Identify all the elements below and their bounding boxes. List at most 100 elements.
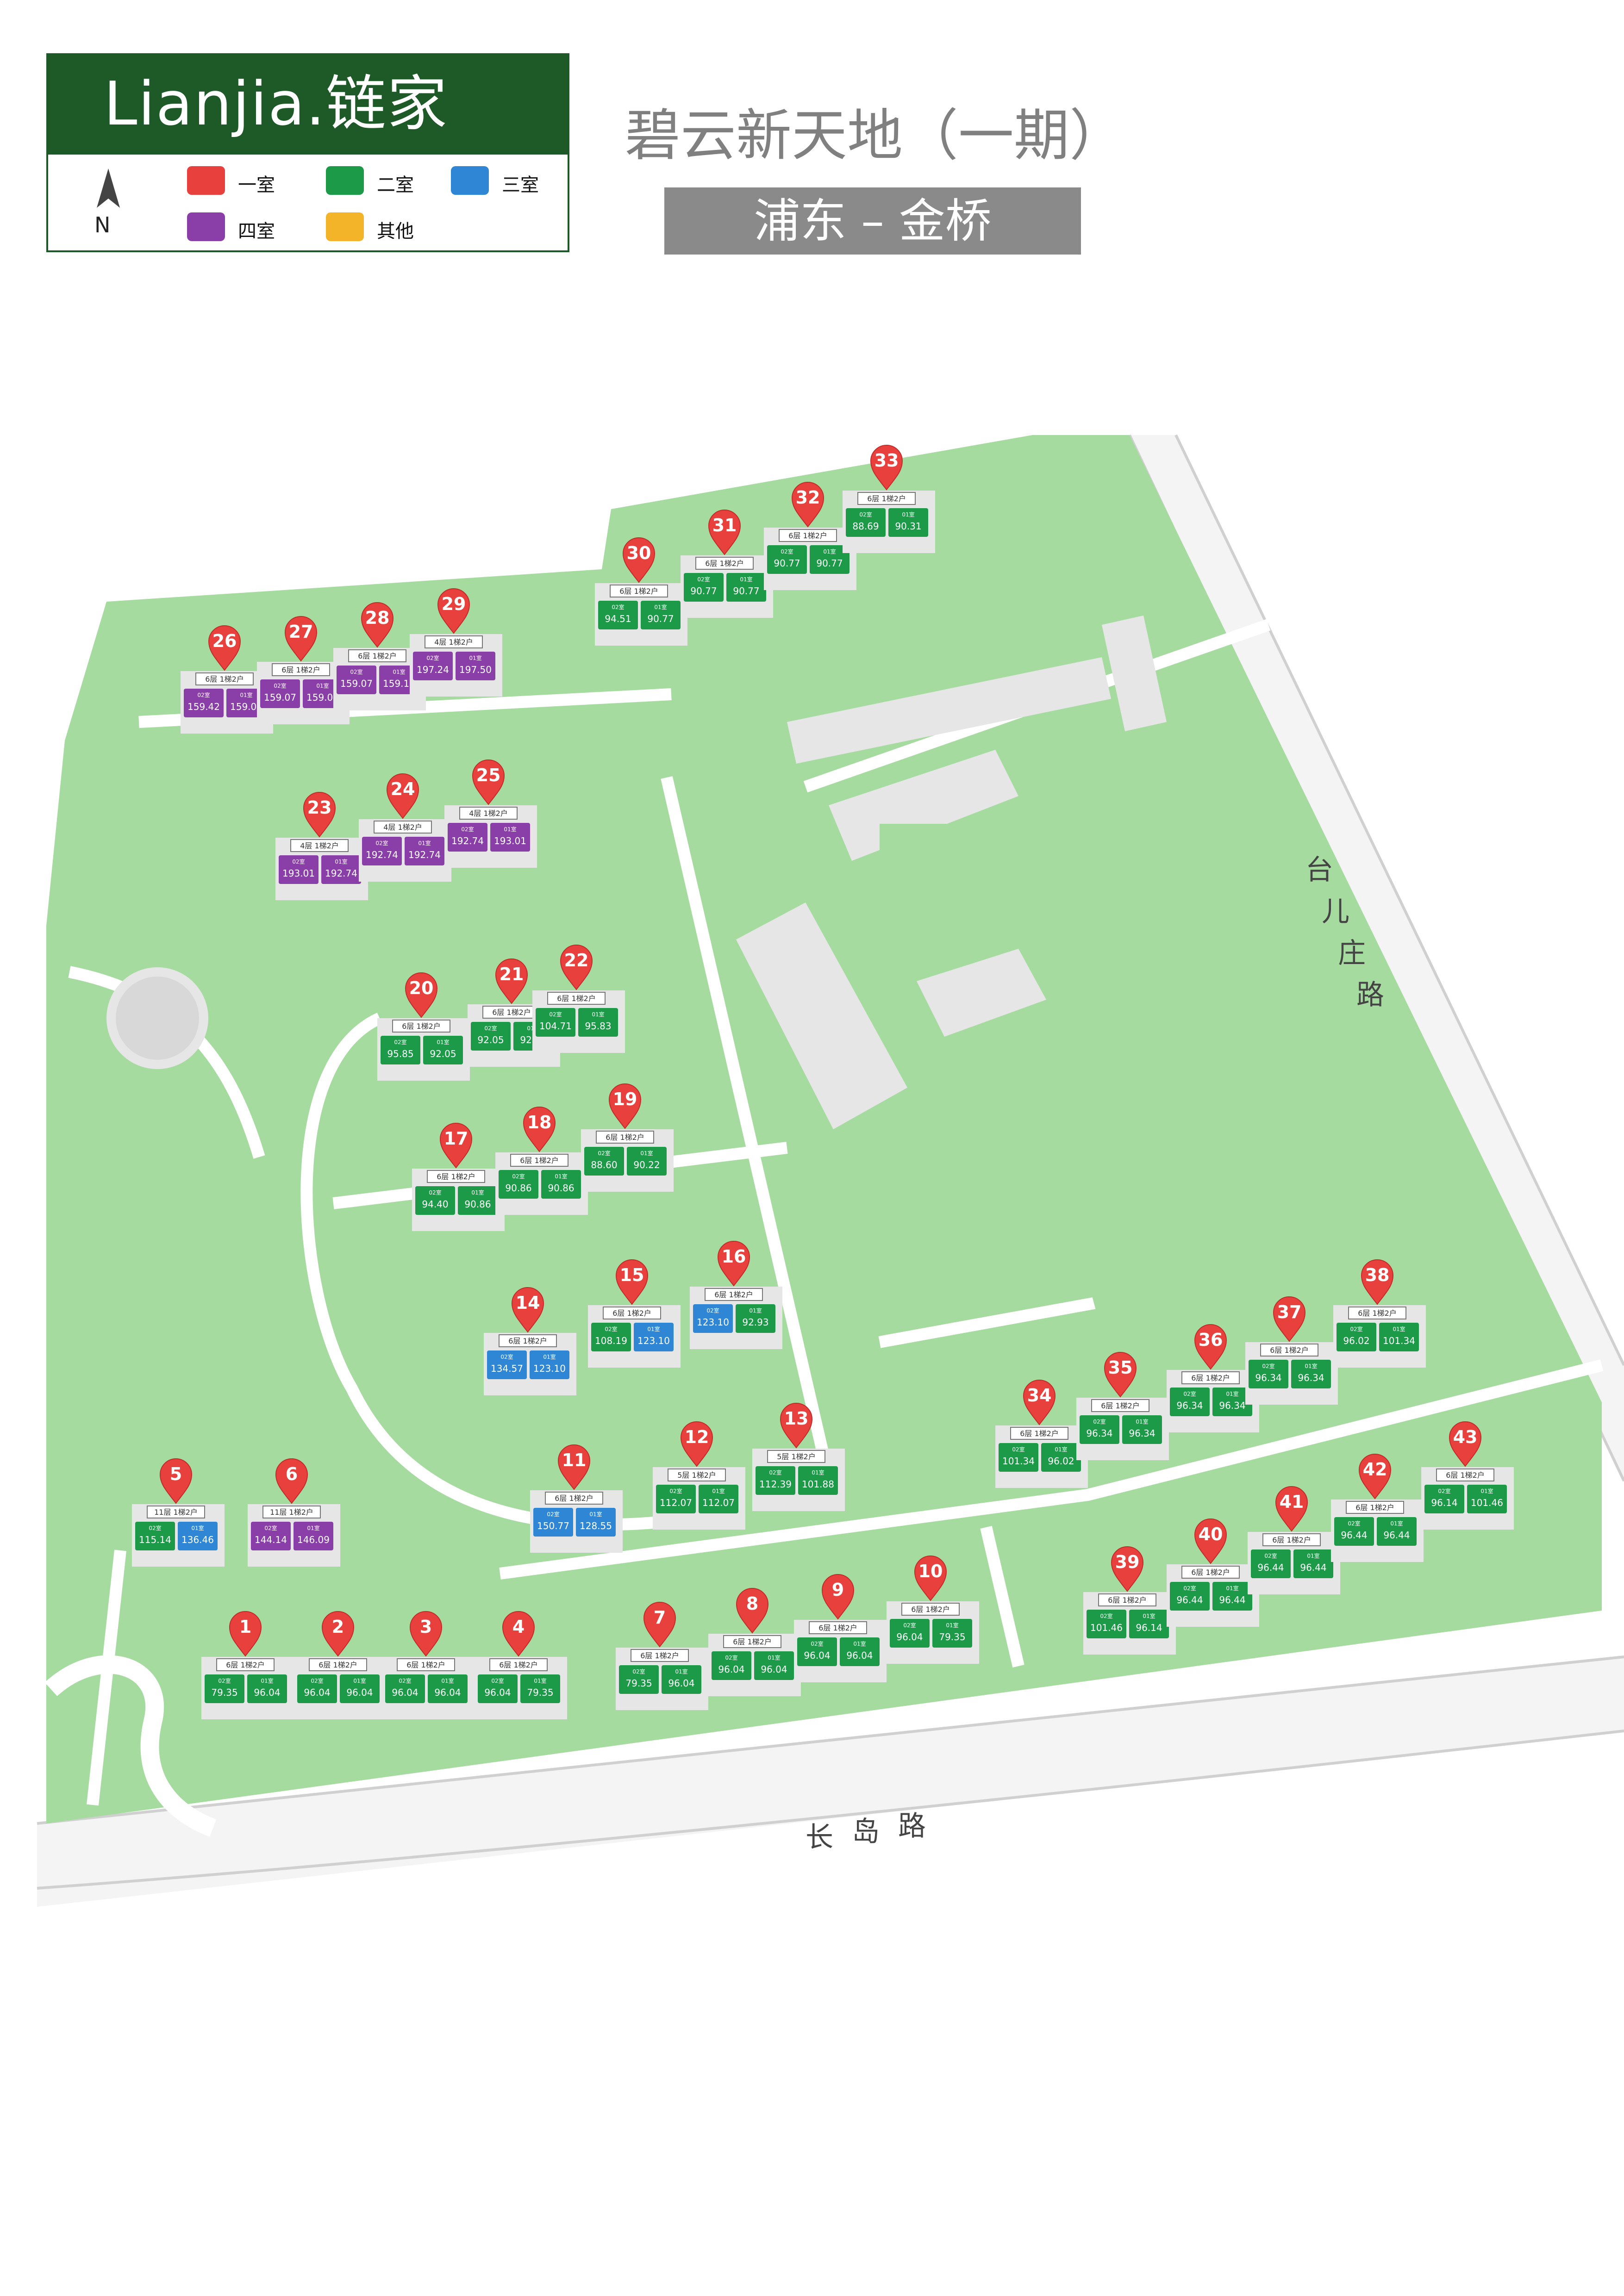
pin-marker-icon[interactable] bbox=[523, 1107, 556, 1152]
pin-marker-icon[interactable] bbox=[708, 510, 741, 555]
unit-tile[interactable] bbox=[251, 1522, 291, 1550]
unit-tile[interactable] bbox=[754, 1651, 794, 1680]
unit-tile[interactable] bbox=[846, 508, 886, 537]
unit-tile[interactable] bbox=[337, 666, 376, 694]
pin-marker-icon[interactable] bbox=[780, 1403, 813, 1449]
pin-marker-icon[interactable] bbox=[1449, 1421, 1482, 1467]
unit-tile[interactable] bbox=[135, 1522, 175, 1550]
unit-tile[interactable] bbox=[699, 1485, 738, 1513]
pin-marker-icon[interactable] bbox=[229, 1611, 262, 1657]
pin-marker-icon[interactable] bbox=[1023, 1380, 1056, 1425]
unit-tile[interactable] bbox=[1212, 1388, 1252, 1416]
pin-marker-icon[interactable] bbox=[1104, 1352, 1137, 1398]
unit-tile[interactable] bbox=[726, 573, 766, 602]
unit-tile[interactable] bbox=[1080, 1415, 1119, 1444]
unit-tile[interactable] bbox=[1087, 1610, 1126, 1638]
unit-tile[interactable] bbox=[520, 1674, 560, 1703]
unit-tile[interactable] bbox=[415, 1186, 455, 1215]
unit-tile[interactable] bbox=[932, 1619, 972, 1648]
unit-tile[interactable] bbox=[641, 601, 681, 629]
unit-tile[interactable] bbox=[184, 689, 224, 717]
unit-tile[interactable] bbox=[321, 855, 361, 884]
unit-tile[interactable] bbox=[541, 1170, 581, 1199]
unit-tile[interactable] bbox=[458, 1186, 498, 1215]
unit-tile[interactable] bbox=[385, 1674, 425, 1703]
unit-tile[interactable] bbox=[1122, 1415, 1162, 1444]
unit-tile[interactable] bbox=[381, 1036, 420, 1064]
unit-tile[interactable] bbox=[499, 1170, 538, 1199]
pin-marker-icon[interactable] bbox=[361, 602, 394, 648]
unit-tile[interactable] bbox=[1041, 1443, 1081, 1472]
unit-tile[interactable] bbox=[490, 823, 530, 852]
unit-tile[interactable] bbox=[619, 1665, 659, 1694]
pin-marker-icon[interactable] bbox=[821, 1574, 855, 1620]
pin-marker-icon[interactable] bbox=[386, 773, 419, 819]
unit-tile[interactable] bbox=[1291, 1360, 1331, 1388]
pin-marker-icon[interactable] bbox=[622, 537, 656, 583]
unit-tile[interactable] bbox=[712, 1651, 751, 1680]
unit-tile[interactable] bbox=[379, 666, 419, 694]
pin-marker-icon[interactable] bbox=[1194, 1324, 1227, 1370]
unit-tile[interactable] bbox=[1467, 1485, 1507, 1513]
unit-tile[interactable] bbox=[456, 652, 495, 680]
unit-tile[interactable] bbox=[736, 1304, 775, 1333]
unit-tile[interactable] bbox=[536, 1008, 575, 1037]
pin-marker-icon[interactable] bbox=[284, 616, 318, 662]
unit-tile[interactable] bbox=[999, 1443, 1038, 1472]
pin-marker-icon[interactable] bbox=[870, 445, 903, 491]
unit-tile[interactable] bbox=[1337, 1323, 1376, 1351]
pin-marker-icon[interactable] bbox=[502, 1611, 535, 1657]
unit-tile[interactable] bbox=[340, 1674, 380, 1703]
pin-marker-icon[interactable] bbox=[159, 1458, 193, 1504]
pin-marker-icon[interactable] bbox=[495, 958, 528, 1004]
pin-marker-icon[interactable] bbox=[1273, 1296, 1306, 1342]
pin-marker-icon[interactable] bbox=[615, 1259, 649, 1305]
unit-tile[interactable] bbox=[297, 1674, 337, 1703]
pin-marker-icon[interactable] bbox=[608, 1083, 642, 1129]
unit-tile[interactable] bbox=[693, 1304, 733, 1333]
pin-marker-icon[interactable] bbox=[1358, 1454, 1392, 1500]
pin-marker-icon[interactable] bbox=[1275, 1486, 1308, 1532]
pin-marker-icon[interactable] bbox=[303, 792, 336, 838]
unit-tile[interactable] bbox=[294, 1522, 333, 1550]
pin-marker-icon[interactable] bbox=[437, 588, 470, 634]
unit-tile[interactable] bbox=[303, 679, 343, 708]
pin-marker-icon[interactable] bbox=[472, 759, 505, 805]
pin-marker-icon[interactable] bbox=[1194, 1518, 1227, 1564]
unit-tile[interactable] bbox=[888, 508, 928, 537]
pin-marker-icon[interactable] bbox=[736, 1588, 769, 1634]
unit-tile[interactable] bbox=[576, 1508, 616, 1537]
unit-tile[interactable] bbox=[487, 1350, 527, 1379]
unit-tile[interactable] bbox=[260, 679, 300, 708]
pin-marker-icon[interactable] bbox=[1111, 1546, 1144, 1592]
unit-tile[interactable] bbox=[423, 1036, 463, 1064]
pin-marker-icon[interactable] bbox=[1361, 1259, 1394, 1305]
unit-tile[interactable] bbox=[591, 1323, 631, 1351]
unit-tile[interactable] bbox=[810, 545, 849, 574]
pin-marker-icon[interactable] bbox=[439, 1123, 473, 1169]
unit-tile[interactable] bbox=[656, 1485, 696, 1513]
unit-tile[interactable] bbox=[584, 1147, 624, 1176]
unit-tile[interactable] bbox=[627, 1147, 667, 1176]
unit-tile[interactable] bbox=[1212, 1582, 1252, 1611]
